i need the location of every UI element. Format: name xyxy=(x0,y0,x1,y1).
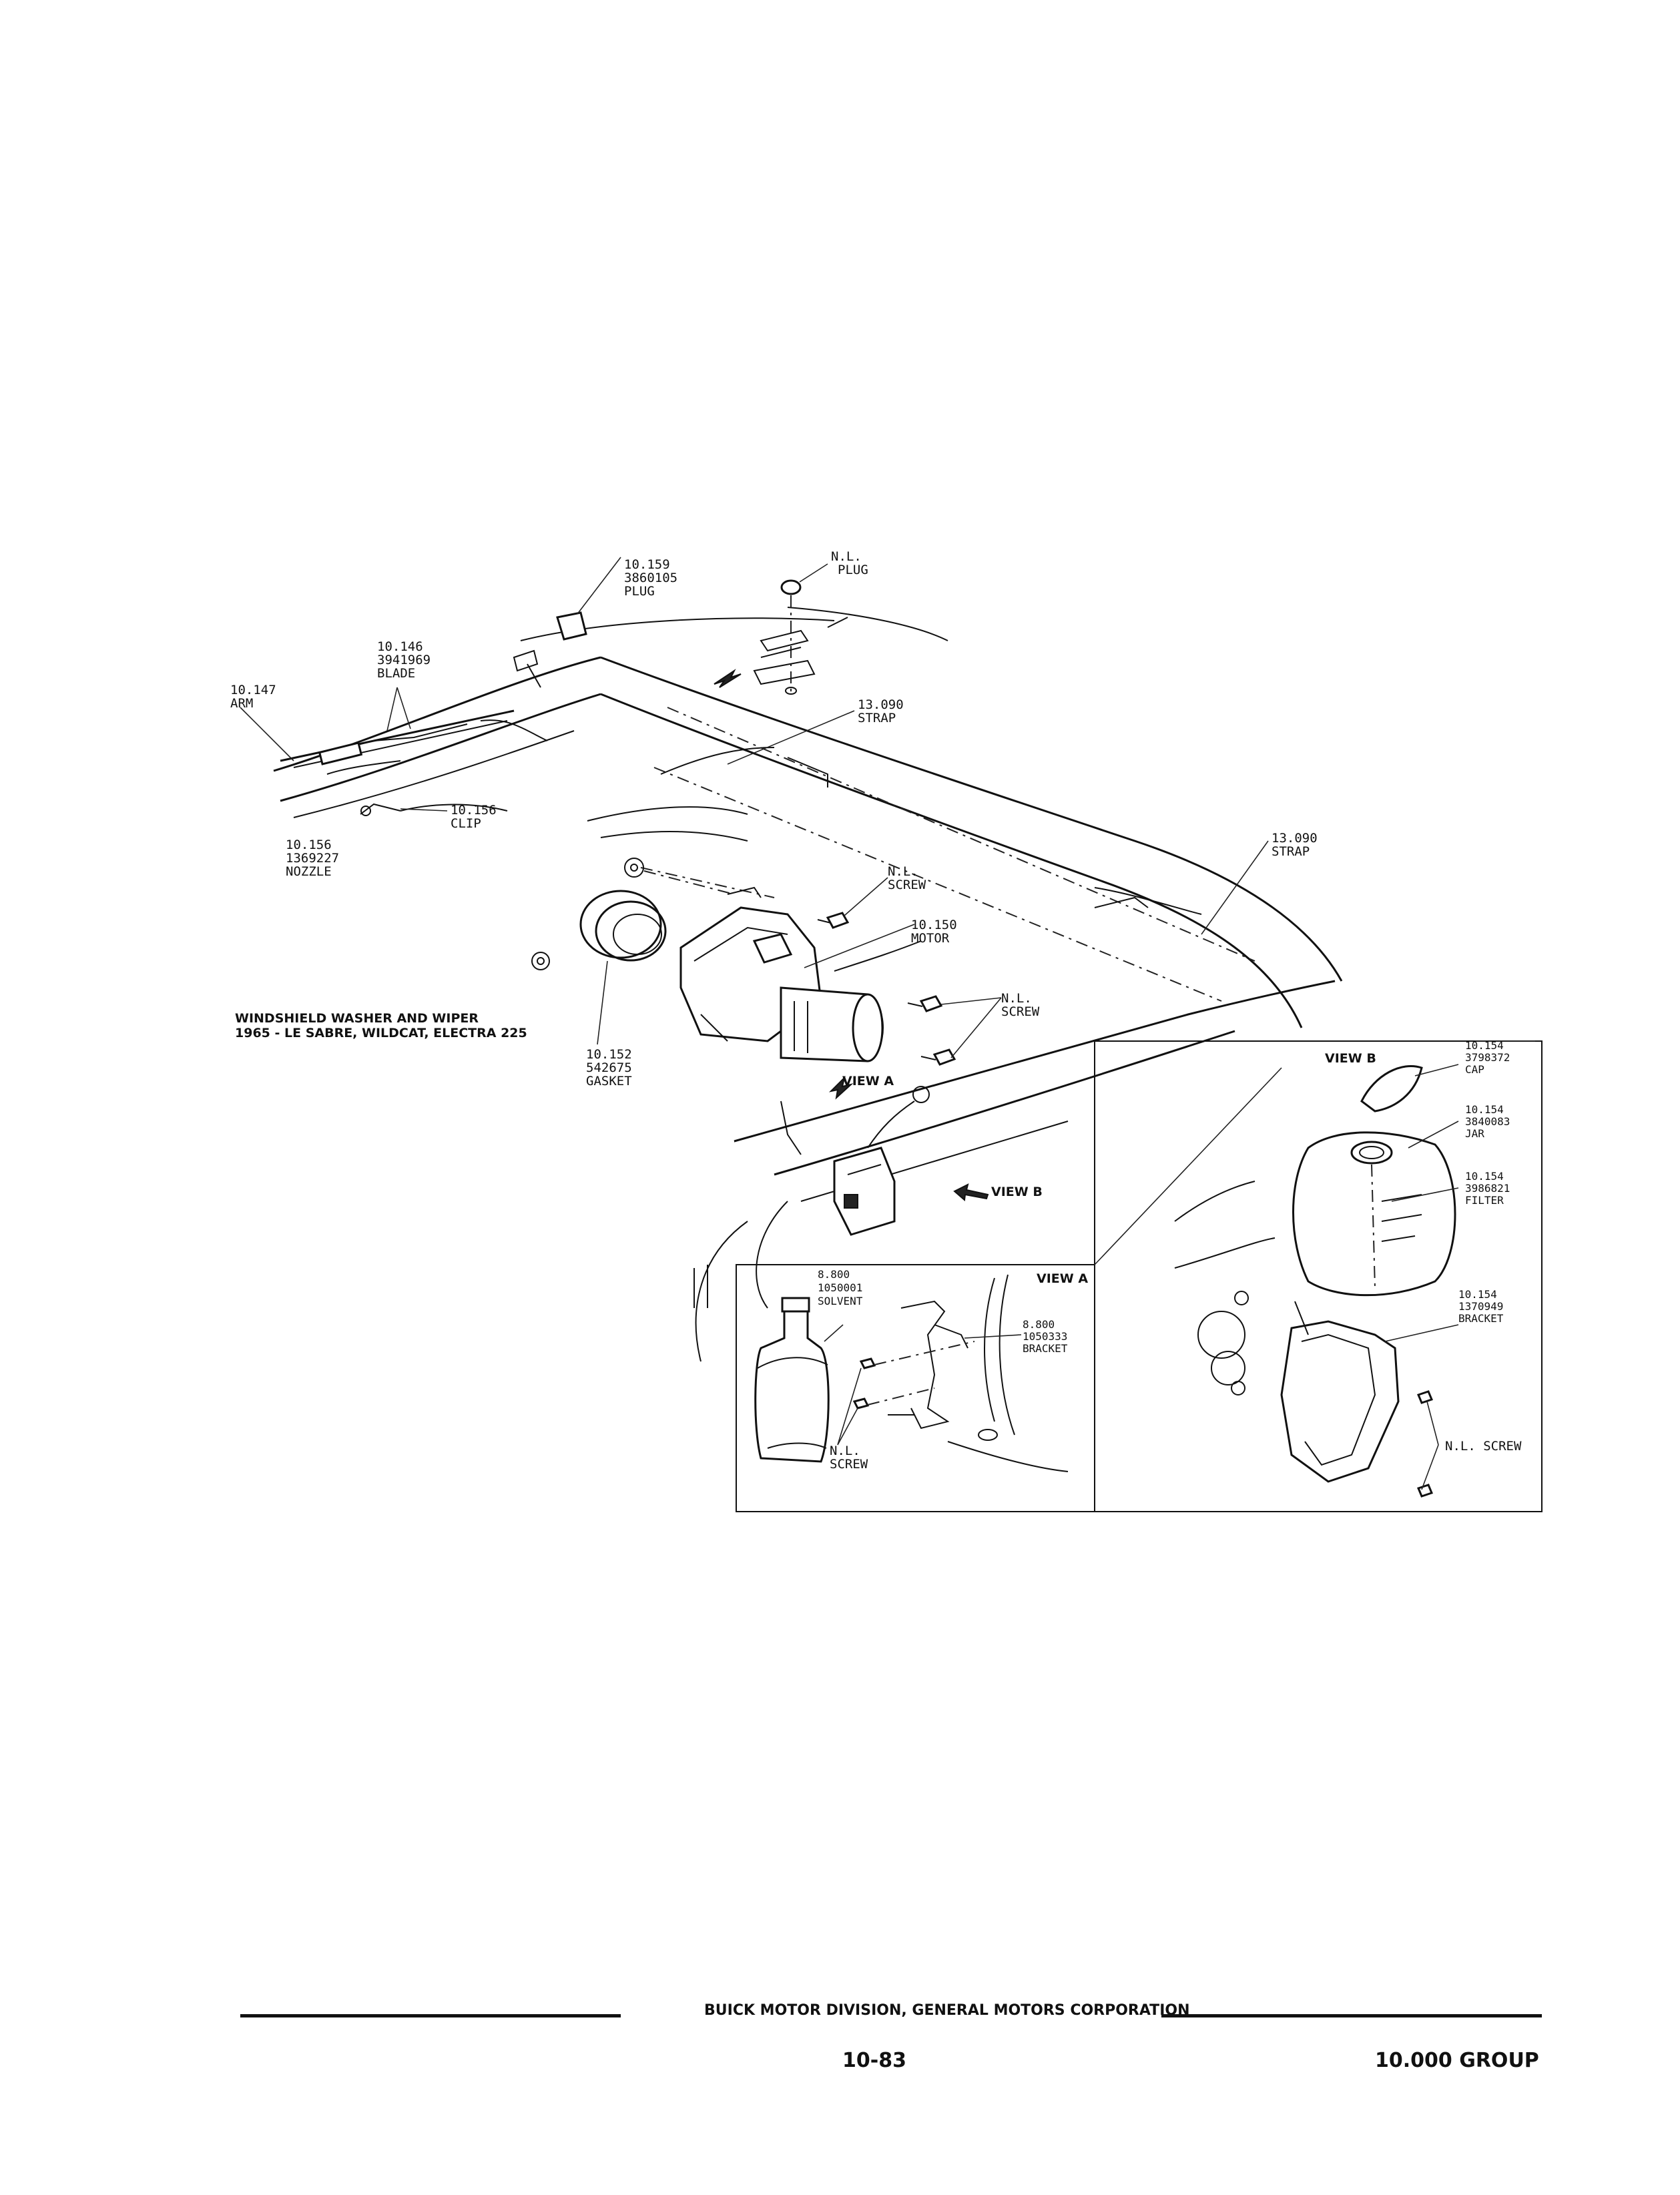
label-plug-1-part: 3860105 xyxy=(624,571,677,585)
label-blade-name: BLADE xyxy=(377,666,415,681)
label-bracket-a-num: 8.800 xyxy=(1023,1318,1055,1331)
leader-lines xyxy=(240,557,1269,1058)
washer-pump xyxy=(780,1086,930,1236)
screw-motor-2 xyxy=(907,995,943,1012)
label-bracket-b-part: 1370949 xyxy=(1458,1300,1503,1313)
label-screw-2-name: SCREW xyxy=(1001,1004,1040,1019)
label-strap-1-name: STRAP xyxy=(858,711,896,725)
label-nozzle-name: NOZZLE xyxy=(286,864,332,879)
label-cap-num: 10.154 xyxy=(1465,1039,1504,1052)
diagram-title-line2: 1965 - LE SABRE, WILDCAT, ELECTRA 225 xyxy=(235,1026,527,1040)
wiper-arm-blade xyxy=(280,709,548,775)
label-bracket-a-name: BRACKET xyxy=(1023,1342,1068,1355)
label-screw-1-num: N.L. xyxy=(888,864,918,879)
footer-page-number: 10-83 xyxy=(842,2049,906,2072)
inset-frames xyxy=(736,1040,1543,1512)
label-solvent-part: 1050001 xyxy=(818,1281,862,1294)
plug-nl xyxy=(753,579,848,695)
label-blade-num: 10.146 xyxy=(377,639,423,654)
label-screw-a-name: SCREW xyxy=(830,1457,868,1472)
view-a-detail xyxy=(754,1274,1069,1472)
view-b-box-label: VIEW B xyxy=(1325,1051,1376,1066)
label-plug-1-name: PLUG xyxy=(624,584,655,599)
cowl-panel xyxy=(273,607,1343,1362)
label-strap-1-num: 13.090 xyxy=(858,697,904,712)
label-clip-num: 10.156 xyxy=(451,803,497,818)
nozzle-clip xyxy=(360,803,508,816)
view-a-arrow xyxy=(828,1075,854,1100)
label-screw-b: N.L. SCREW xyxy=(1445,1439,1522,1454)
label-blade-part: 3941969 xyxy=(377,653,431,667)
label-arm-name: ARM xyxy=(230,696,253,711)
label-motor-name: MOTOR xyxy=(911,931,950,946)
label-screw-1-name: SCREW xyxy=(888,878,926,892)
label-cap-name: CAP xyxy=(1465,1063,1484,1076)
label-screw-2-num: N.L. xyxy=(1001,991,1032,1006)
label-filter-part: 3986821 xyxy=(1465,1182,1510,1195)
label-strap-2-num: 13.090 xyxy=(1272,831,1318,846)
label-jar-num: 10.154 xyxy=(1465,1103,1504,1116)
footer-rule-right xyxy=(1161,2014,1542,2017)
label-bracket-b-num: 10.154 xyxy=(1458,1288,1497,1301)
view-a-box-label: VIEW A xyxy=(1037,1271,1088,1286)
label-clip-name: CLIP xyxy=(451,816,481,831)
label-filter-name: FILTER xyxy=(1465,1194,1504,1207)
view-b-pointer-label: VIEW B xyxy=(991,1185,1043,1199)
view-a-pointer-label: VIEW A xyxy=(842,1074,894,1088)
wiper-motor xyxy=(531,858,956,1066)
diagram-title-line1: WINDSHIELD WASHER AND WIPER xyxy=(235,1011,479,1026)
footer-corporation: BUICK MOTOR DIVISION, GENERAL MOTORS COR… xyxy=(704,2002,1190,2019)
label-strap-2-name: STRAP xyxy=(1272,844,1310,859)
footer-rule-left xyxy=(240,2014,621,2017)
label-jar-part: 3840083 xyxy=(1465,1115,1510,1128)
label-plug-2-num: N.L. xyxy=(831,549,862,564)
label-nozzle-part: 1369227 xyxy=(286,851,339,866)
screw-motor-3 xyxy=(920,1048,956,1066)
footer-group: 10.000 GROUP xyxy=(1375,2049,1539,2072)
label-plug-2-name: PLUG xyxy=(838,563,868,577)
label-screw-a-num: N.L. xyxy=(830,1444,860,1458)
label-gasket-num: 10.152 xyxy=(586,1047,632,1062)
callout-labels: 10.159 3860105 PLUG N.L. PLUG 10.146 394… xyxy=(230,549,1522,1472)
label-gasket-part: 542675 xyxy=(586,1060,632,1075)
label-gasket-name: GASKET xyxy=(586,1074,632,1088)
label-nozzle-num: 10.156 xyxy=(286,838,332,852)
screw-motor-1 xyxy=(817,912,850,929)
view-b-detail xyxy=(1174,1064,1459,1498)
label-arm-num: 10.147 xyxy=(230,683,276,697)
label-solvent-name: SOLVENT xyxy=(818,1295,863,1307)
view-b-arrow xyxy=(953,1183,989,1201)
plug-10159 xyxy=(513,611,587,688)
label-bracket-b-name: BRACKET xyxy=(1458,1312,1504,1325)
label-motor-num: 10.150 xyxy=(911,918,957,932)
label-jar-name: JAR xyxy=(1465,1127,1484,1140)
direction-arrow xyxy=(714,669,742,688)
label-plug-1-num: 10.159 xyxy=(624,557,670,572)
label-bracket-a-part: 1050333 xyxy=(1023,1330,1067,1343)
label-cap-part: 3798372 xyxy=(1465,1051,1510,1064)
label-filter-num: 10.154 xyxy=(1465,1170,1504,1183)
label-solvent-num: 8.800 xyxy=(818,1268,850,1281)
